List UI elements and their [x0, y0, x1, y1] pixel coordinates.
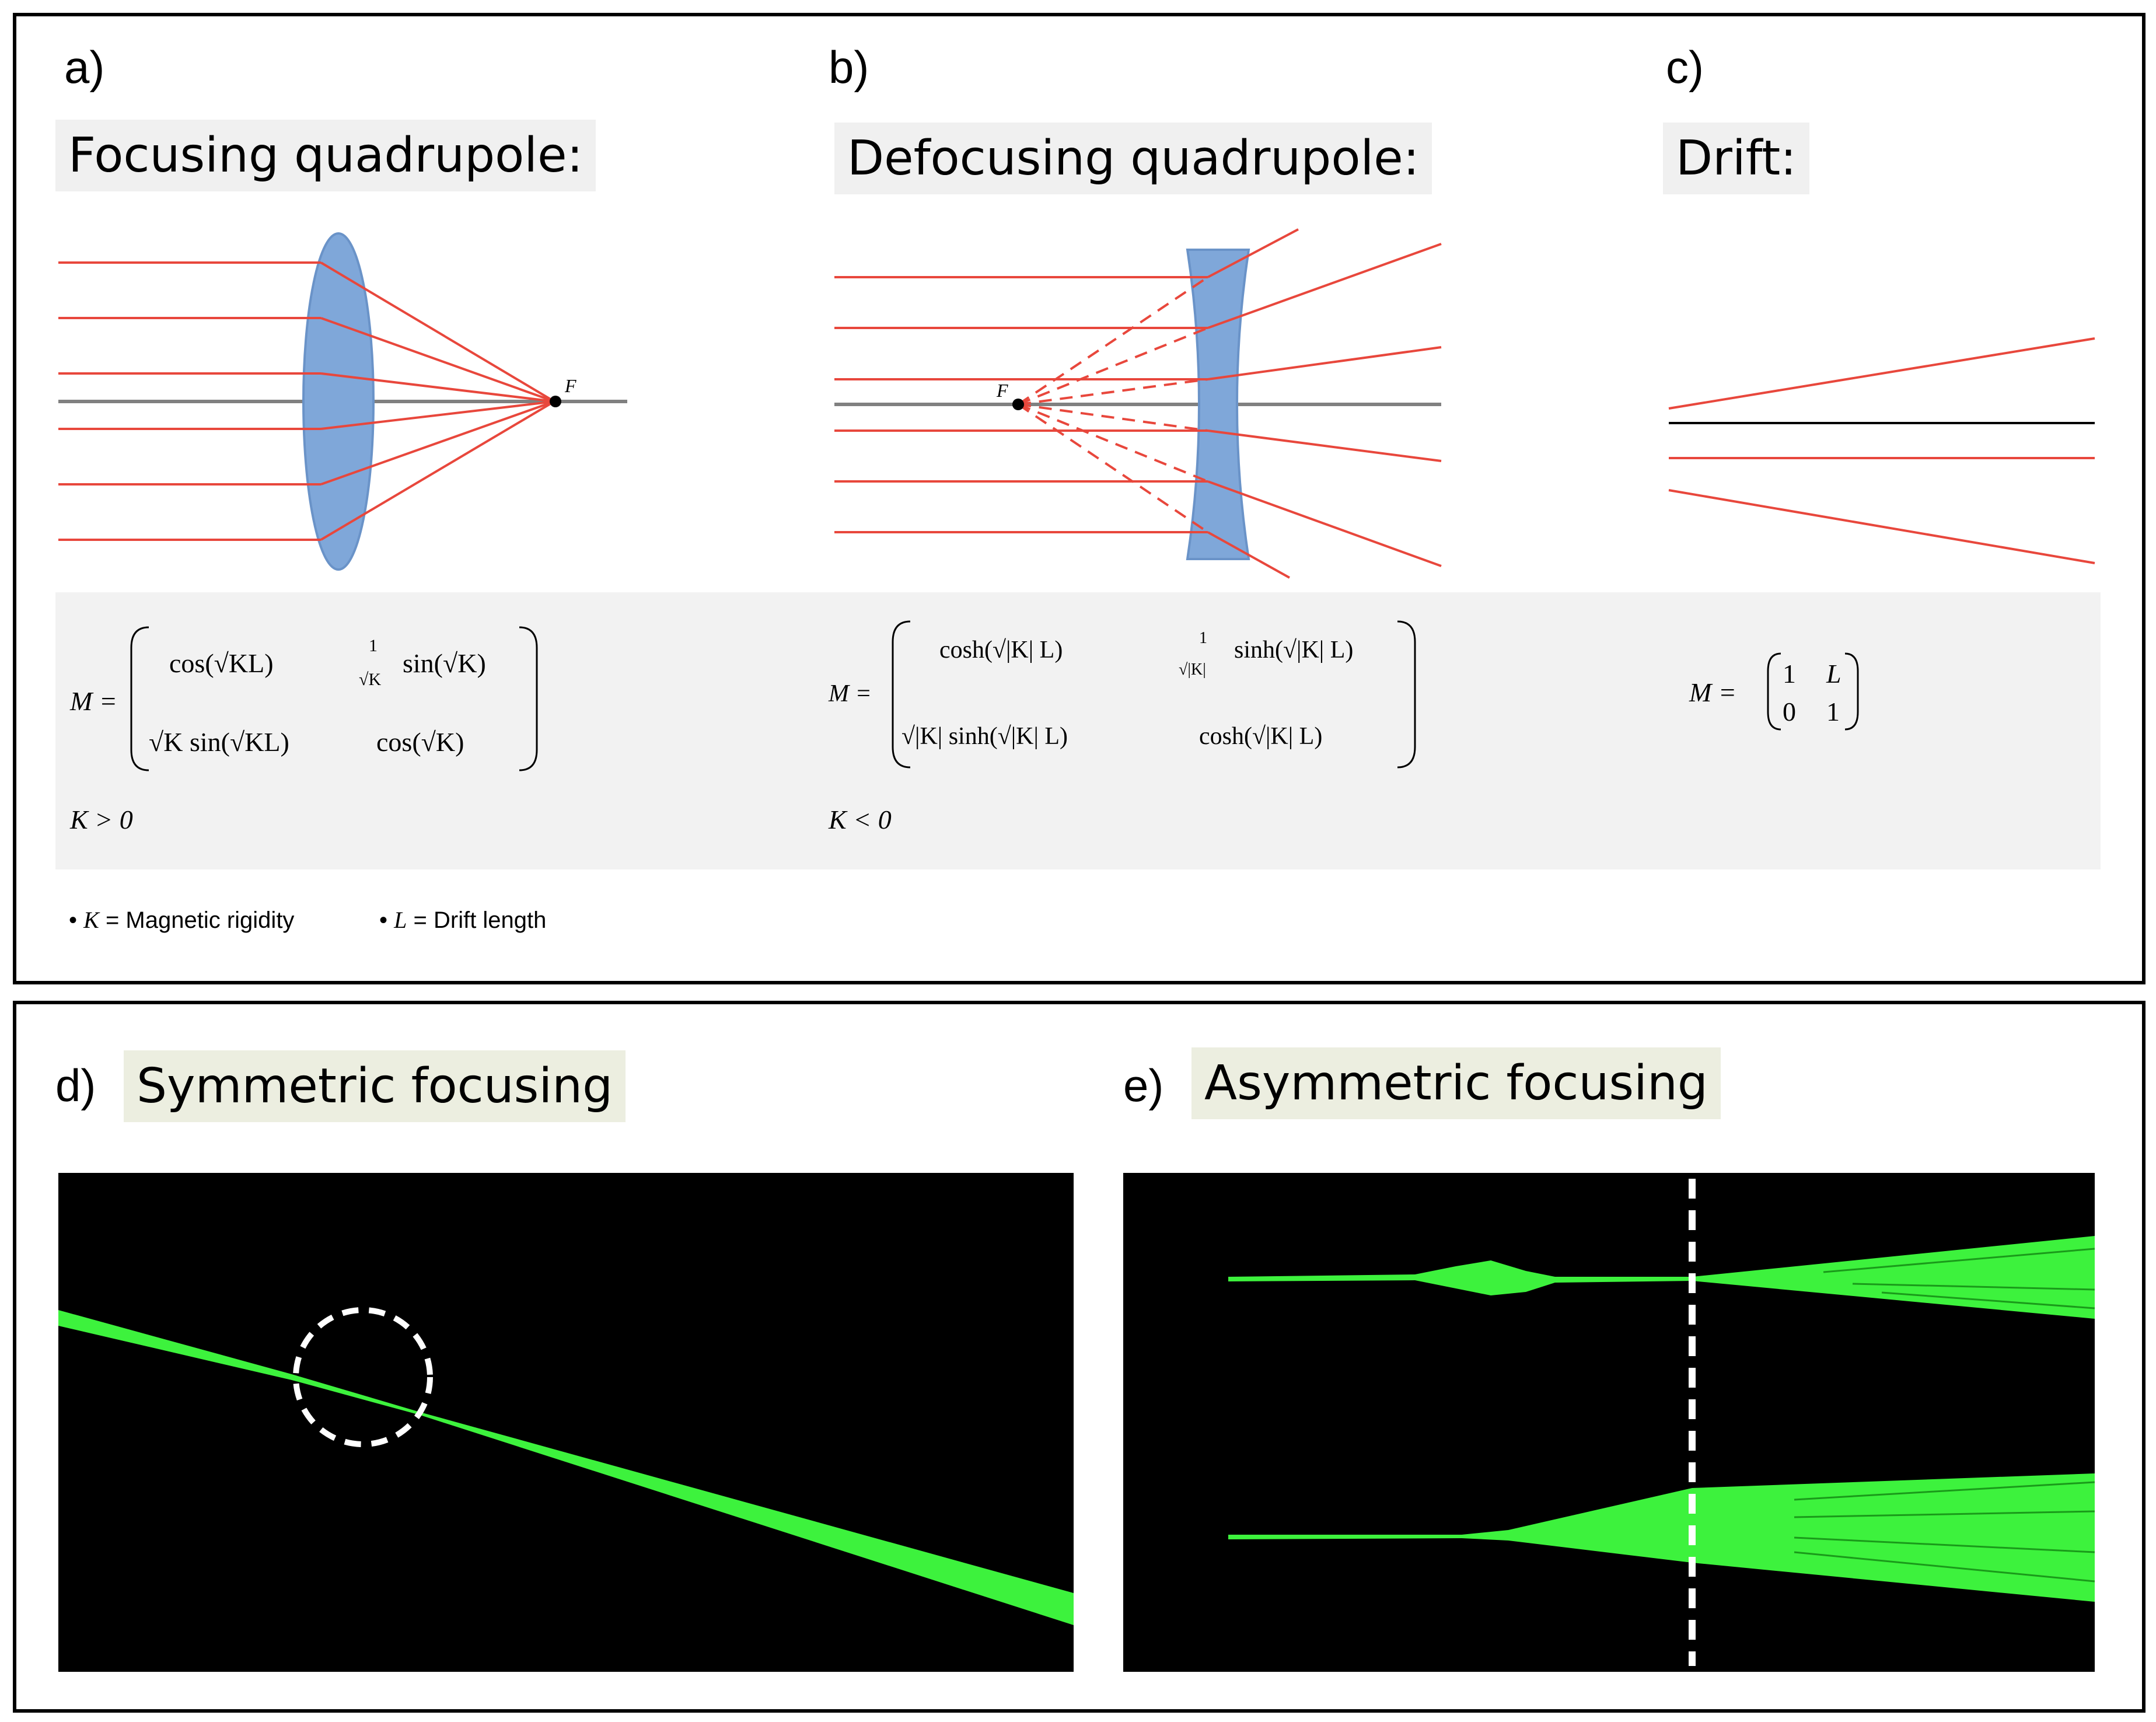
lower-beam-streaks: [1794, 1481, 2095, 1583]
matrix-b-m21: √|K| sinh(√|K| L): [901, 723, 1068, 750]
legend-k: • K = Magnetic rigidity: [69, 906, 294, 934]
panel-c-label: c): [1666, 41, 1704, 93]
symmetric-focusing-image: [58, 1173, 1074, 1672]
beam-band: [58, 1310, 1074, 1625]
panel-c-title: Drift:: [1663, 123, 1809, 194]
symmetric-beam: [58, 1307, 1074, 1625]
matrix-a-m21: √K sin(√KL): [149, 727, 289, 757]
legend-k-symbol: K: [83, 907, 99, 933]
legend-l-text: = Drift length: [413, 907, 547, 933]
matrix-b-brackets: [892, 620, 1416, 769]
matrix-a-m12-coef: 1: [369, 636, 378, 655]
asymmetric-beams: [1228, 1179, 2095, 1666]
virtual-rays-b: [1017, 276, 1209, 533]
matrix-c-m12: L: [1826, 659, 1841, 689]
legend-k-text: = Magnetic rigidity: [105, 907, 295, 933]
panel-e-title: Asymmetric focusing: [1191, 1047, 1721, 1119]
matrix-b-m11: cosh(√|K| L): [939, 637, 1063, 663]
panel-b-title: Defocusing quadrupole:: [834, 123, 1432, 194]
matrix-c-lhs: M =: [1689, 677, 1736, 707]
matrix-b-m12-den: √|K|: [1179, 661, 1206, 679]
converging-rays-a: [320, 261, 555, 541]
drift-rays: [1668, 337, 2095, 564]
upper-beam: [1228, 1236, 2095, 1319]
focus-circle-marker: [293, 1307, 433, 1447]
focal-label-b: F: [996, 380, 1008, 401]
panel-d-label: d): [55, 1060, 96, 1111]
asymmetric-focusing-image: [1123, 1173, 2095, 1672]
focal-point-a: [550, 396, 561, 407]
matrix-a-m11: cos(√KL): [169, 648, 274, 678]
legend-l-symbol: L: [394, 907, 407, 933]
panel-d-title: Symmetric focusing: [124, 1050, 626, 1122]
matrix-a-m22: cos(√K): [376, 727, 464, 757]
focal-label-a: F: [564, 375, 576, 396]
matrix-b-lhs: M =: [829, 680, 872, 707]
panel-a-title: Focusing quadrupole:: [55, 120, 596, 191]
incoming-rays-a: [58, 261, 321, 541]
matrix-b-m22: cosh(√|K| L): [1199, 723, 1323, 750]
panel-e-label: e): [1123, 1060, 1164, 1111]
panel-b-label: b): [829, 41, 869, 93]
matrix-a-brackets: [130, 626, 538, 771]
incoming-rays-b: [834, 276, 1208, 533]
condition-b: K < 0: [829, 805, 892, 834]
focal-point-b: [1012, 399, 1024, 410]
panel-a-label: a): [64, 41, 105, 93]
diverging-rays-b: [1207, 228, 1442, 579]
matrix-c-m11: 1: [1783, 659, 1796, 689]
matrix-c-brackets: [1767, 652, 1859, 731]
matrix-a-m12-den: √K: [359, 670, 382, 689]
matrix-c-m22: 1: [1826, 697, 1840, 726]
matrix-c-m21: 0: [1783, 697, 1796, 726]
legend-bullet-k: •: [69, 907, 78, 933]
matrix-b-m12-coef: 1: [1199, 629, 1207, 647]
matrix-b-m12-fn: sinh(√|K| L): [1234, 637, 1354, 663]
matrix-a-lhs: M =: [70, 686, 117, 716]
lower-beam: [1228, 1473, 2095, 1602]
focusing-lens-diagram: F F: [58, 228, 2095, 579]
condition-a: K > 0: [70, 805, 133, 834]
matrix-a-m12-fn: sin(√K): [403, 648, 486, 678]
matrix-panel: [55, 592, 2101, 869]
legend-l: • L = Drift length: [379, 906, 546, 934]
legend-bullet-l: •: [379, 907, 388, 933]
upper-beam-streaks: [1823, 1248, 2095, 1309]
